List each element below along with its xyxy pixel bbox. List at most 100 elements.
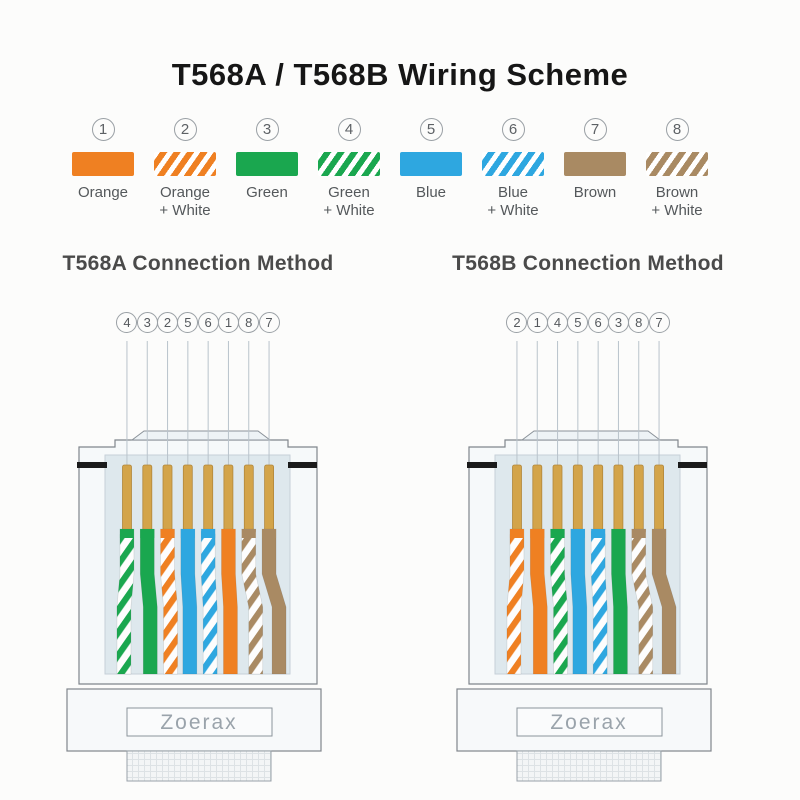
pin-number-badge: 2 — [506, 312, 528, 333]
gold-pin — [243, 464, 254, 532]
legend-label: Brown — [573, 184, 617, 201]
pin-number-badge: 8 — [628, 312, 650, 333]
wire-brown-white — [631, 528, 654, 675]
gold-pin — [512, 464, 522, 532]
legend-sublabel: + White — [159, 202, 211, 219]
legend-label: Orange — [77, 184, 129, 201]
legend-number-badge: 6 — [501, 118, 525, 141]
legend-label: Orange — [159, 184, 211, 201]
cable-stub — [126, 750, 272, 782]
pin-number-badge: 8 — [238, 312, 260, 333]
wire-cap-blue — [570, 529, 585, 538]
color-swatch-blue-white — [482, 152, 544, 176]
wire-blue — [180, 528, 198, 675]
gold-pin — [613, 464, 624, 532]
wire-cap-blue — [180, 529, 195, 538]
wire-orange-white — [506, 528, 525, 675]
t568a-section-heading: T568A Connection Method — [62, 252, 334, 275]
wire-cap-blue-white — [591, 529, 606, 538]
legend-item-2: 2 Orange + White — [144, 118, 226, 220]
legend-number-badge: 8 — [665, 118, 689, 141]
color-swatch-brown — [564, 152, 626, 176]
pin-number-badge: 4 — [116, 312, 138, 333]
gold-pin — [223, 464, 234, 532]
rj45-connector-diagram: Zoerax — [456, 339, 712, 784]
rj45-connector: Zoerax — [66, 341, 322, 782]
pin-number-badge: 4 — [547, 312, 569, 333]
wire-cap-green-white — [550, 529, 565, 538]
side-mark-right — [288, 462, 317, 468]
legend-label: Blue — [497, 184, 529, 201]
gold-pin — [532, 464, 543, 532]
pin-number-badge: 5 — [177, 312, 199, 333]
wire-brown — [261, 528, 287, 675]
color-swatch-orange — [72, 152, 134, 176]
page-title: T568A / T568B Wiring Scheme — [171, 56, 629, 92]
legend-number-badge: 3 — [255, 118, 279, 141]
cable-stub — [516, 750, 662, 782]
wire-orange — [221, 528, 238, 675]
legend-number-badge: 5 — [419, 118, 443, 141]
legend-sublabel: + White — [323, 202, 375, 219]
pin-number-badge: 6 — [197, 312, 219, 333]
wire-green-white — [550, 528, 568, 675]
connector-latch-top — [520, 430, 662, 441]
legend-item-3: 3 Green — [226, 118, 308, 220]
legend-label: Blue — [415, 184, 447, 201]
wire-cap-brown-white — [241, 529, 256, 538]
t568b-section-heading: T568B Connection Method — [452, 252, 724, 275]
wire-cap-orange — [221, 529, 236, 538]
legend-label: Brown — [655, 184, 699, 201]
wire-cap-brown — [262, 529, 277, 538]
legend-item-6: 6 Blue + White — [472, 118, 554, 220]
wire-brown-white — [241, 528, 264, 675]
color-swatch-brown-white — [646, 152, 708, 176]
gold-pin — [142, 464, 153, 532]
side-mark-right — [678, 462, 707, 468]
legend-item-8: 8 Brown + White — [636, 118, 718, 220]
wire-cap-green — [140, 529, 155, 538]
brand-label: Zoerax — [550, 711, 627, 734]
pin-number-badge: 6 — [587, 312, 609, 333]
wire-orange — [529, 528, 548, 675]
wire-cap-orange — [530, 529, 545, 538]
legend-sublabel: + White — [487, 202, 539, 219]
wire-cap-green — [611, 529, 626, 538]
wire-blue-white — [590, 528, 608, 675]
wire-blue-white — [200, 528, 218, 675]
brand-plate — [126, 707, 273, 737]
wire-green-white — [116, 528, 135, 675]
gold-pin — [572, 464, 583, 532]
color-swatch-blue — [400, 152, 462, 176]
legend-number-badge: 1 — [91, 118, 115, 141]
pin-number-badge: 5 — [567, 312, 589, 333]
color-swatch-green-white — [318, 152, 380, 176]
color-swatch-orange-white — [154, 152, 216, 176]
gold-pin — [654, 464, 665, 532]
wire-color-legend: 1 Orange 2 Orange + White 3 Green 4 Gree… — [62, 118, 718, 220]
legend-item-7: 7 Brown — [554, 118, 636, 220]
gold-pin — [552, 464, 563, 532]
brand-label: Zoerax — [160, 711, 237, 734]
pin-number-badge: 7 — [648, 312, 670, 333]
gold-pin — [162, 464, 173, 532]
rj45-connector-diagram: Zoerax — [66, 339, 322, 784]
wire-orange-white — [160, 528, 178, 675]
pin-number-badge: 1 — [217, 312, 239, 333]
wire-green — [139, 528, 158, 675]
rj45-connector: Zoerax — [456, 341, 712, 782]
wire-green — [611, 528, 628, 675]
legend-item-4: 4 Green + White — [308, 118, 390, 220]
gold-pin — [182, 464, 193, 532]
wire-cap-brown — [652, 529, 667, 538]
pin-number-badge: 3 — [607, 312, 629, 333]
wire-cap-blue-white — [201, 529, 216, 538]
legend-number-badge: 7 — [583, 118, 607, 141]
connector-latch-top — [130, 430, 272, 441]
pin-number-badge: 7 — [258, 312, 280, 333]
pin-number-badge: 3 — [136, 312, 158, 333]
wire-brown — [651, 528, 677, 675]
